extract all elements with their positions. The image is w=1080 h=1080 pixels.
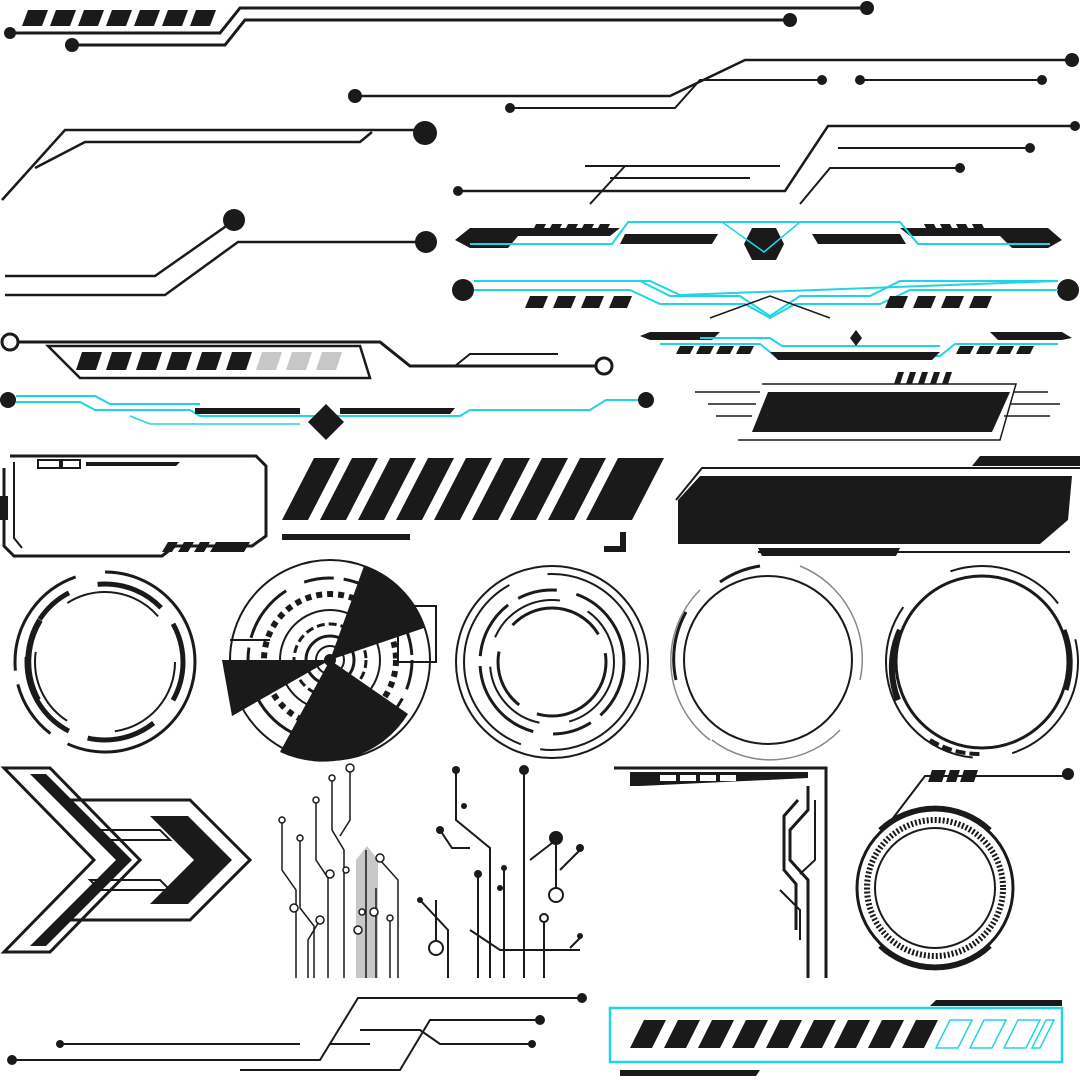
circuit-line-icon — [348, 53, 1079, 113]
loading-bar — [0, 332, 614, 380]
hud-banner-cyan — [640, 330, 1072, 360]
hud-ring-icon — [670, 564, 864, 761]
loading-bar — [608, 1000, 1064, 1076]
hud-ring-icon — [455, 565, 649, 759]
hud-banner-cyan — [452, 279, 1079, 320]
circuit-line-icon — [5, 209, 437, 297]
circuit-line-icon — [1, 121, 437, 201]
circuit-line-icon — [7, 993, 587, 1071]
circuit-line-icon — [453, 121, 1080, 205]
hud-panel-black — [675, 456, 1080, 556]
hud-banner-cyan — [455, 221, 1062, 260]
circuit-tree-icon — [417, 765, 584, 978]
hud-frame — [0, 454, 268, 558]
corner-bracket-icon — [614, 766, 828, 978]
stripe-banner — [282, 458, 664, 552]
circuit-tree-icon — [278, 763, 399, 978]
radar-dial-icon — [222, 559, 437, 762]
chevron-arrow-icon — [0, 766, 253, 954]
hud-label-block — [695, 372, 1060, 441]
hud-line-diamond — [0, 392, 654, 440]
hud-ring-icon — [855, 768, 1074, 971]
hud-ring-icon — [13, 570, 197, 754]
circuit-line-icon — [4, 1, 874, 52]
hud-ring-icon — [885, 565, 1079, 759]
